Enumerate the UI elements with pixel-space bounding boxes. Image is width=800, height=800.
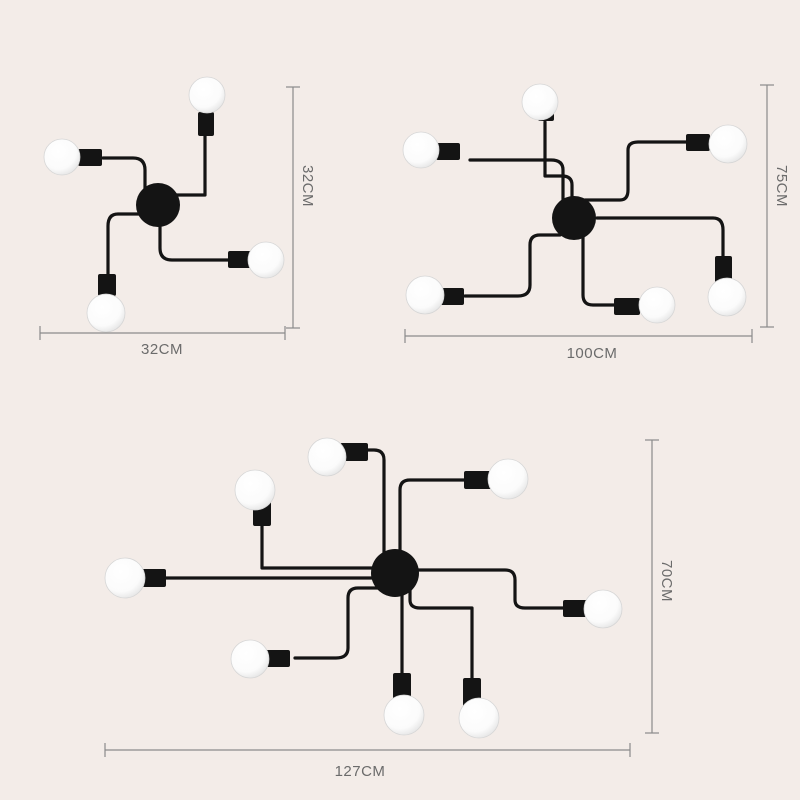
small-fixture: 32CM 32CM	[39, 76, 316, 358]
medium-fixture: 100CM 75CM	[402, 83, 790, 362]
medium-fixture-bulbs	[402, 83, 748, 324]
medium-fixture-canopy	[552, 196, 596, 240]
medium-height-label: 75CM	[773, 165, 790, 207]
small-height-label: 32CM	[299, 165, 316, 207]
large-fixture: 127CM 70CM	[104, 437, 675, 780]
medium-fixture-arms	[463, 120, 725, 307]
small-fixture-bulbs	[43, 76, 285, 333]
large-width-label: 127CM	[335, 763, 386, 780]
medium-width-label: 100CM	[567, 345, 618, 362]
large-fixture-arms	[164, 448, 577, 682]
small-fixture-canopy	[136, 183, 180, 227]
large-fixture-canopy	[371, 549, 419, 597]
small-width-label: 32CM	[141, 341, 183, 358]
small-fixture-arms	[101, 133, 232, 277]
large-fixture-bulbs	[104, 437, 623, 739]
large-height-label: 70CM	[658, 560, 675, 602]
